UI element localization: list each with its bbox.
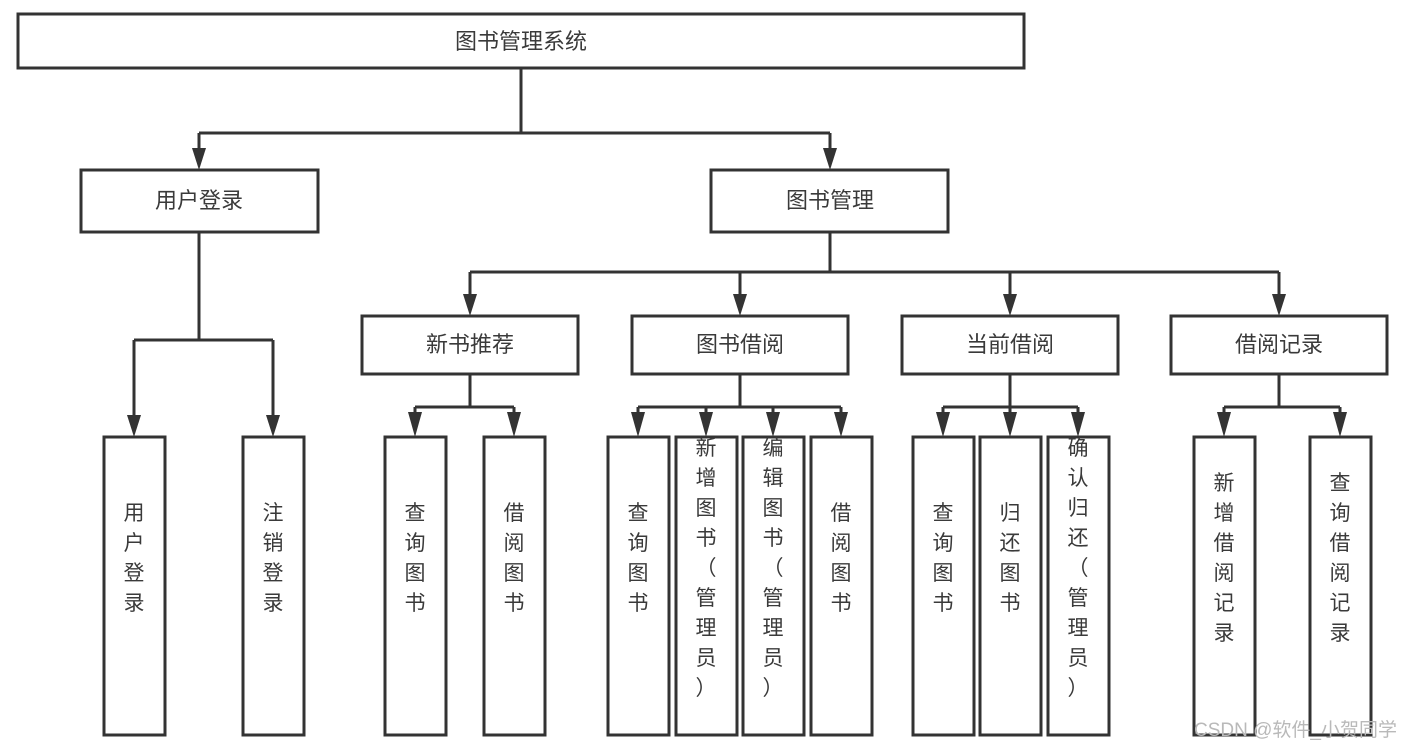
leaf-borrow-record-add-label: 新增借阅记录 bbox=[1214, 472, 1235, 645]
leaf-book-borrow-borrow-label: 借阅图书 bbox=[831, 502, 852, 615]
node-user-login-label: 用户登录 bbox=[155, 188, 243, 213]
node-borrow-record-box[interactable] bbox=[1169, 314, 1389, 376]
arrowhead-bookborrow bbox=[733, 294, 747, 316]
leaf-book-borrow-add[interactable]: 新增图书（管理员） bbox=[674, 435, 739, 737]
arrowhead-currentborrow bbox=[1003, 294, 1017, 316]
leaf-current-borrow-confirm-label: 确认归还（管理员） bbox=[1068, 437, 1089, 700]
leaf-user-login-logout-label: 注销登录 bbox=[263, 502, 284, 615]
leaf-borrow-record-add-box[interactable] bbox=[1192, 435, 1257, 737]
arrowhead-borrowrecord-leaf1 bbox=[1217, 412, 1231, 437]
arrowhead-currentborrow-leaf2 bbox=[1003, 412, 1017, 437]
leaf-borrow-record-add[interactable]: 新增借阅记录 bbox=[1192, 435, 1257, 737]
arrowhead-newbook-leaf1 bbox=[408, 412, 422, 437]
arrowhead-currentborrow-leaf1 bbox=[936, 412, 950, 437]
arrowhead-currentborrow-leaf3 bbox=[1071, 412, 1085, 437]
leaf-user-login-login[interactable]: 用户登录 bbox=[102, 435, 167, 737]
node-borrow-record-label: 借阅记录 bbox=[1235, 332, 1323, 357]
node-book-management-box[interactable] bbox=[709, 168, 950, 234]
arrowhead-newbook bbox=[463, 294, 477, 316]
node-current-borrow[interactable]: 当前借阅 bbox=[900, 314, 1120, 376]
arrowhead-bookborrow-leaf3 bbox=[766, 412, 780, 437]
leaf-book-borrow-add-box[interactable] bbox=[674, 435, 739, 737]
leaf-current-borrow-query[interactable]: 查询图书 bbox=[911, 435, 976, 737]
leaf-borrow-record-query-box[interactable] bbox=[1308, 435, 1373, 737]
node-user-login-box[interactable] bbox=[79, 168, 320, 234]
leaf-new-book-query-label: 查询图书 bbox=[405, 502, 426, 615]
leaf-user-login-logout-box[interactable] bbox=[241, 435, 306, 737]
leaf-book-borrow-edit[interactable]: 编辑图书（管理员） bbox=[741, 435, 806, 737]
node-user-login[interactable]: 用户登录 bbox=[79, 168, 320, 234]
arrowhead-userlogin bbox=[192, 148, 206, 170]
arrowhead-borrowrecord-leaf2 bbox=[1333, 412, 1347, 437]
leaf-borrow-record-query[interactable]: 查询借阅记录 bbox=[1308, 435, 1373, 737]
node-book-borrow[interactable]: 图书借阅 bbox=[630, 314, 850, 376]
leaf-current-borrow-confirm[interactable]: 确认归还（管理员） bbox=[1046, 435, 1111, 737]
leaf-book-borrow-query-label: 查询图书 bbox=[628, 502, 649, 615]
watermark-label: CSDN @软件_小贺同学 bbox=[1194, 719, 1397, 741]
leaf-user-login-login-box[interactable] bbox=[102, 435, 167, 737]
node-current-borrow-label: 当前借阅 bbox=[966, 332, 1054, 357]
leaf-book-borrow-query-box[interactable] bbox=[606, 435, 671, 737]
node-new-book-recommend-box[interactable] bbox=[360, 314, 580, 376]
leaf-book-borrow-borrow[interactable]: 借阅图书 bbox=[809, 435, 874, 737]
leaf-current-borrow-query-label: 查询图书 bbox=[933, 502, 954, 615]
node-current-borrow-box[interactable] bbox=[900, 314, 1120, 376]
leaf-new-book-query[interactable]: 查询图书 bbox=[383, 435, 448, 737]
node-new-book-recommend[interactable]: 新书推荐 bbox=[360, 314, 580, 376]
node-book-management[interactable]: 图书管理 bbox=[709, 168, 950, 234]
connector-layer bbox=[127, 68, 1347, 437]
arrowhead-leaf-user-logout bbox=[266, 415, 280, 437]
leaf-user-login-logout[interactable]: 注销登录 bbox=[241, 435, 306, 737]
leaf-book-borrow-edit-box[interactable] bbox=[741, 435, 806, 737]
arrowhead-bookborrow-leaf4 bbox=[834, 412, 848, 437]
leaf-current-borrow-return[interactable]: 归还图书 bbox=[978, 435, 1043, 737]
arrowhead-leaf-user-login bbox=[127, 415, 141, 437]
node-root[interactable]: 图书管理系统 bbox=[16, 12, 1026, 70]
leaf-current-borrow-return-label: 归还图书 bbox=[1000, 502, 1021, 615]
leaf-new-book-borrow-label: 借阅图书 bbox=[504, 502, 525, 615]
leaf-new-book-borrow[interactable]: 借阅图书 bbox=[482, 435, 547, 737]
leaf-current-borrow-query-box[interactable] bbox=[911, 435, 976, 737]
arrowhead-borrowrecord bbox=[1272, 294, 1286, 316]
leaf-book-borrow-query[interactable]: 查询图书 bbox=[606, 435, 671, 737]
leaf-book-borrow-add-label: 新增图书（管理员） bbox=[696, 437, 717, 700]
leaf-user-login-login-label: 用户登录 bbox=[124, 502, 145, 615]
leaf-new-book-query-box[interactable] bbox=[383, 435, 448, 737]
arrowhead-bookmgmt bbox=[823, 148, 837, 170]
node-new-book-recommend-label: 新书推荐 bbox=[426, 332, 514, 357]
node-root-box[interactable] bbox=[16, 12, 1026, 70]
arrowhead-bookborrow-leaf2 bbox=[699, 412, 713, 437]
leaf-book-borrow-edit-label: 编辑图书（管理员） bbox=[763, 437, 784, 700]
leaf-current-borrow-confirm-box[interactable] bbox=[1046, 435, 1111, 737]
leaf-current-borrow-return-box[interactable] bbox=[978, 435, 1043, 737]
leaf-new-book-borrow-box[interactable] bbox=[482, 435, 547, 737]
arrowhead-bookborrow-leaf1 bbox=[631, 412, 645, 437]
leaf-book-borrow-borrow-box[interactable] bbox=[809, 435, 874, 737]
node-book-borrow-box[interactable] bbox=[630, 314, 850, 376]
node-book-borrow-label: 图书借阅 bbox=[696, 332, 784, 357]
node-borrow-record[interactable]: 借阅记录 bbox=[1169, 314, 1389, 376]
arrowhead-newbook-leaf2 bbox=[507, 412, 521, 437]
leaf-borrow-record-query-label: 查询借阅记录 bbox=[1330, 472, 1351, 645]
node-root-label: 图书管理系统 bbox=[455, 29, 587, 54]
node-book-management-label: 图书管理 bbox=[786, 188, 874, 213]
